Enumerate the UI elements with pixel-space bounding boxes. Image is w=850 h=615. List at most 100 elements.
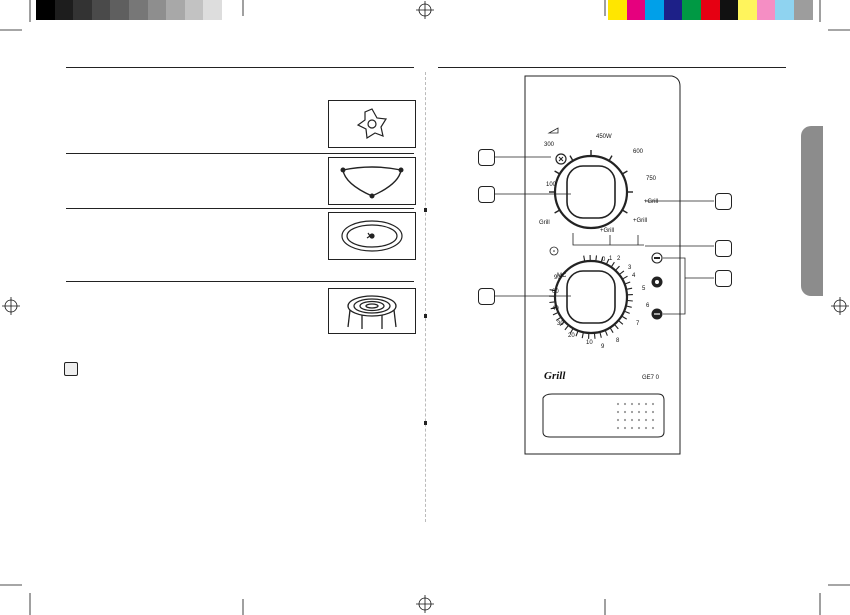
timer-label-90: 90 [554,275,561,281]
dial-tick [606,258,610,264]
power-label-combi-3: +Grill [644,199,658,205]
turntable-icon [341,220,403,252]
timer-label-60: 60 [552,289,559,295]
dial-tick [610,328,614,333]
color-swatch [719,0,739,20]
display-dot [630,410,634,414]
dial-tick [569,155,574,162]
dial-tick [627,299,633,302]
dial-tick [599,332,602,338]
dial-tick [619,270,625,275]
indicator-icon [549,246,559,256]
color-swatch [645,0,664,20]
roller-ring-image [328,157,416,205]
dial-tick [593,333,596,339]
dial-tick [621,209,628,214]
display-window [542,393,665,438]
section-top-rule [66,67,414,68]
callout-box-auto [715,270,732,287]
dial-tick [600,256,604,262]
roller-ring-icon [340,166,404,199]
power-label-grill: Grill [539,220,550,226]
power-dial [549,150,633,230]
dial-tick [555,317,561,321]
display-dot [651,418,655,422]
fold-marker [424,314,427,318]
display-dot [637,410,641,414]
timer-label-0: 0 [602,257,606,263]
timer-label-1: 1 [609,256,613,262]
page-fold-line [425,72,426,522]
callout-box-combi [715,193,732,210]
dial-tick [614,324,619,330]
note-icon [64,362,78,376]
registration-target-icon [831,297,849,315]
power-label-600: 600 [633,149,644,155]
dial-tick [549,301,555,304]
gray-swatch [73,0,92,20]
dial-tick [611,261,615,267]
color-swatch [756,0,776,20]
gray-swatch [129,0,148,20]
accessory-divider [66,153,414,154]
accessory-divider [66,281,414,282]
display-dot [616,426,620,430]
registration-target-icon [416,1,434,19]
gray-swatch [54,0,74,20]
display-dot [616,418,620,422]
dial-tick [595,255,598,261]
reheat-icon [651,252,663,264]
display-dot [651,426,655,430]
callout-box-timer [478,288,495,305]
color-swatch [608,0,627,20]
timer-label-4: 4 [632,273,636,279]
display-dot [637,418,641,422]
power-dial-knob [566,165,616,219]
coupler-icon [356,108,388,140]
display-dot [651,410,655,414]
color-swatch [775,0,794,20]
display-dot [623,426,627,430]
display-dot [616,402,620,406]
callout-box-grill [715,240,732,257]
power-label-300: 300 [544,142,555,148]
gray-swatch [184,0,204,20]
dial-tick [622,316,627,320]
timer-label-2: 2 [617,256,621,262]
power-label-450w: 450W [596,134,612,140]
power-label-combi-1: +Grill [600,228,614,234]
dial-tick [559,321,565,326]
fold-marker [424,421,427,425]
timer-label-5: 5 [642,286,646,292]
gray-swatch [203,0,222,20]
grill-rack-icon [347,295,397,329]
display-dot [637,402,641,406]
callout-box-power [478,149,495,166]
timer-label-9: 9 [601,344,605,350]
fold-marker [424,208,427,212]
control-panel-outline [524,75,681,455]
timer-label-3: 3 [628,265,632,271]
color-swatch [794,0,813,20]
display-dot [644,426,648,430]
display-dot [623,410,627,414]
color-swatch [701,0,720,20]
timer-label-30: 30 [557,321,564,327]
dial-tick [608,155,613,162]
timer-dial [548,254,633,339]
power-label-750: 750 [646,176,657,182]
cook-icon [651,276,663,288]
defrost-auto-icon [651,308,663,320]
dial-tick [564,325,569,331]
power-label-combi-2: +Grill [633,218,647,224]
timer-dial-knob [566,270,616,324]
model-label: GE7 0 [642,375,660,381]
turntable-image [328,212,416,260]
display-dot [630,426,634,430]
dial-tick [627,287,633,290]
gray-swatch [166,0,185,20]
section-top-rule [438,67,786,68]
color-swatch [682,0,701,20]
accessory-divider [66,208,414,209]
gray-swatch [36,0,55,20]
